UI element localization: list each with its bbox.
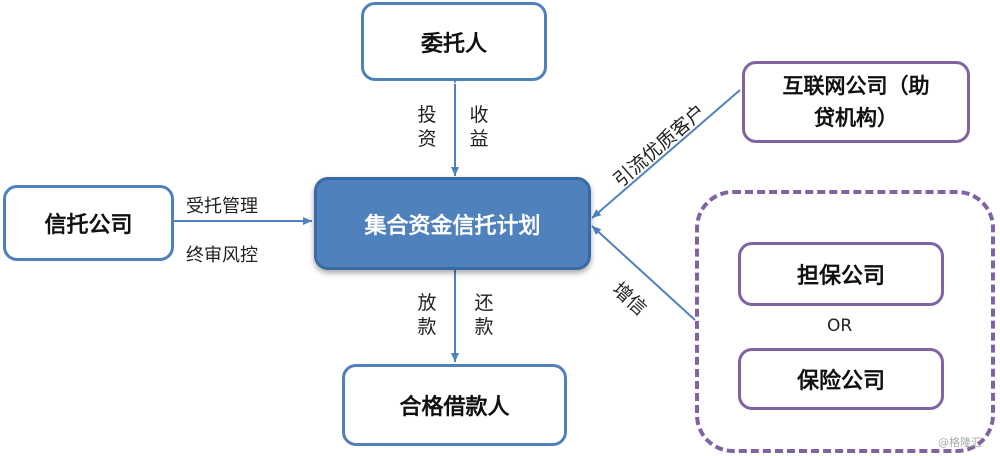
node-insurance-company: 保险公司 bbox=[738, 348, 944, 410]
dashed-group bbox=[695, 190, 995, 453]
watermark: @格隆汇 bbox=[938, 436, 982, 449]
label-repay: 还款 bbox=[474, 292, 494, 338]
node-center-plan: 集合资金信托计划 bbox=[314, 177, 591, 270]
label-final-review: 终审风控 bbox=[186, 245, 258, 266]
label-income: 收益 bbox=[469, 104, 489, 150]
node-weituoren: 委托人 bbox=[361, 2, 547, 81]
or-label: OR bbox=[827, 316, 853, 336]
label-invest: 投资 bbox=[417, 104, 437, 150]
node-guarantee-company: 担保公司 bbox=[738, 242, 944, 306]
node-borrower: 合格借款人 bbox=[342, 364, 567, 446]
label-lend: 放款 bbox=[417, 292, 437, 338]
arrow-credit-enhance bbox=[591, 225, 696, 321]
node-internet-company: 互联网公司（助贷机构） bbox=[742, 61, 970, 143]
node-trust-company: 信托公司 bbox=[3, 185, 174, 261]
arrow-referral bbox=[591, 89, 741, 219]
label-trust-manage: 受托管理 bbox=[186, 196, 258, 217]
